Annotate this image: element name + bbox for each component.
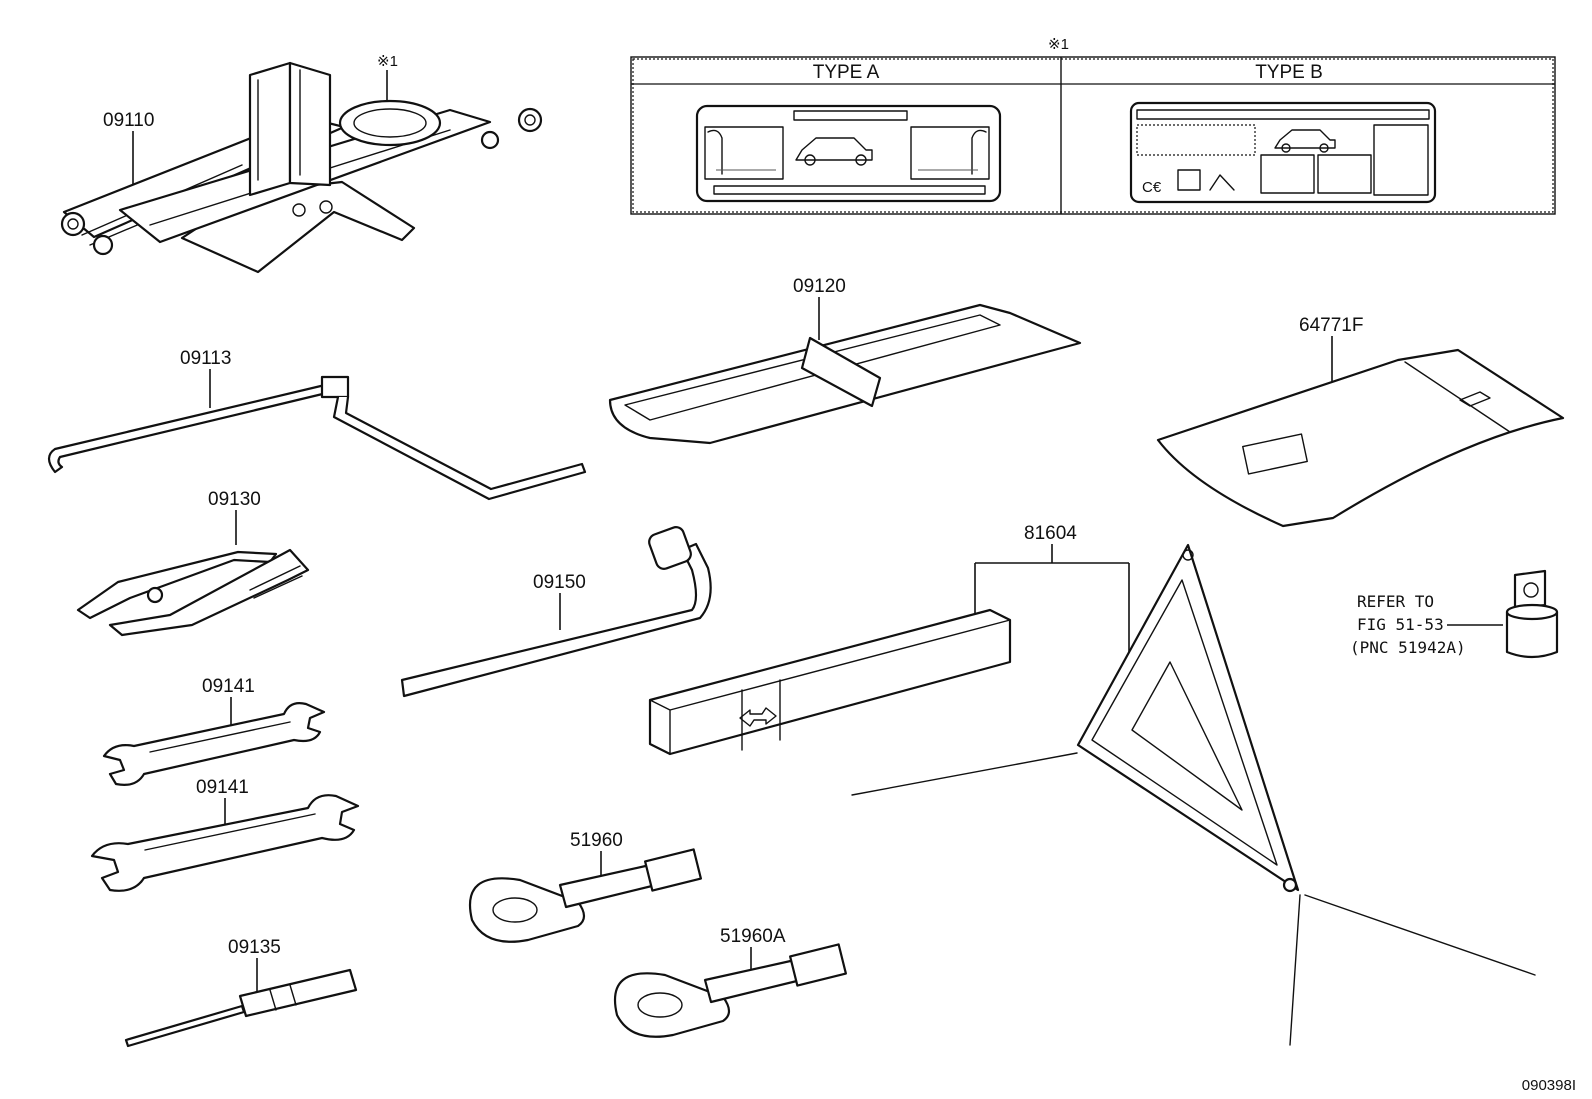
jack-icon: 09110 ※1: [60, 53, 543, 274]
callout-jack-handle: 09113: [180, 348, 231, 369]
refer-line-3: (PNC 51942A): [1350, 638, 1466, 657]
callout-towing-eye: 51960: [570, 830, 623, 851]
car-icon: [795, 137, 873, 166]
jack-handle-icon: 09113: [47, 348, 587, 501]
wheel-wrench-icon: 09150: [400, 526, 712, 698]
type-b-label: C€: [1129, 101, 1437, 204]
towing-eye-icon: 51960A: [613, 926, 847, 1038]
car-icon: [1274, 129, 1336, 153]
refer-line-2: FIG 51-53: [1357, 615, 1444, 634]
callout-pliers: 09130: [208, 489, 261, 510]
callout-wrench-small: 09141: [202, 676, 255, 697]
towing-eye-icon: 51960: [468, 830, 702, 943]
callout-triangle-case: 81604: [1024, 523, 1077, 544]
label-table: ※1 TYPE A TYPE B: [630, 36, 1556, 215]
warning-triangle-icon: [851, 543, 1536, 1046]
figure-id: 090398I: [1522, 1077, 1576, 1094]
ce-mark-icon: C€: [1142, 179, 1162, 196]
type-a-heading: TYPE A: [813, 62, 880, 83]
refer-line-1: REFER TO: [1357, 592, 1434, 611]
callout-jack: 09110: [103, 110, 154, 131]
refer-note: REFER TO FIG 51-53 (PNC 51942A): [1350, 592, 1503, 657]
callout-screwdriver: 09135: [228, 937, 281, 958]
table-note: ※1: [1048, 36, 1069, 53]
callout-towing-eye-a: 51960A: [720, 926, 786, 947]
callout-tool-tray: 64771F: [1299, 315, 1363, 336]
pliers-icon: 09130: [76, 489, 310, 637]
type-a-label: [695, 104, 1002, 203]
callout-jack-note: ※1: [377, 53, 398, 70]
type-b-heading: TYPE B: [1255, 62, 1323, 83]
wrench-icon: 09141: [90, 777, 360, 892]
tool-tray-icon: 64771F: [1156, 315, 1565, 528]
callout-tool-bag: 09120: [793, 276, 846, 297]
screwdriver-icon: 09135: [124, 937, 358, 1048]
wrench-icon: 09141: [102, 676, 326, 786]
bolt-icon: [1505, 569, 1559, 659]
tool-bag-icon: 09120: [608, 276, 1082, 445]
callout-wheel-wrench: 09150: [533, 572, 586, 593]
callout-wrench-large: 09141: [196, 777, 249, 798]
triangle-case-icon: 81604: [648, 523, 1130, 756]
